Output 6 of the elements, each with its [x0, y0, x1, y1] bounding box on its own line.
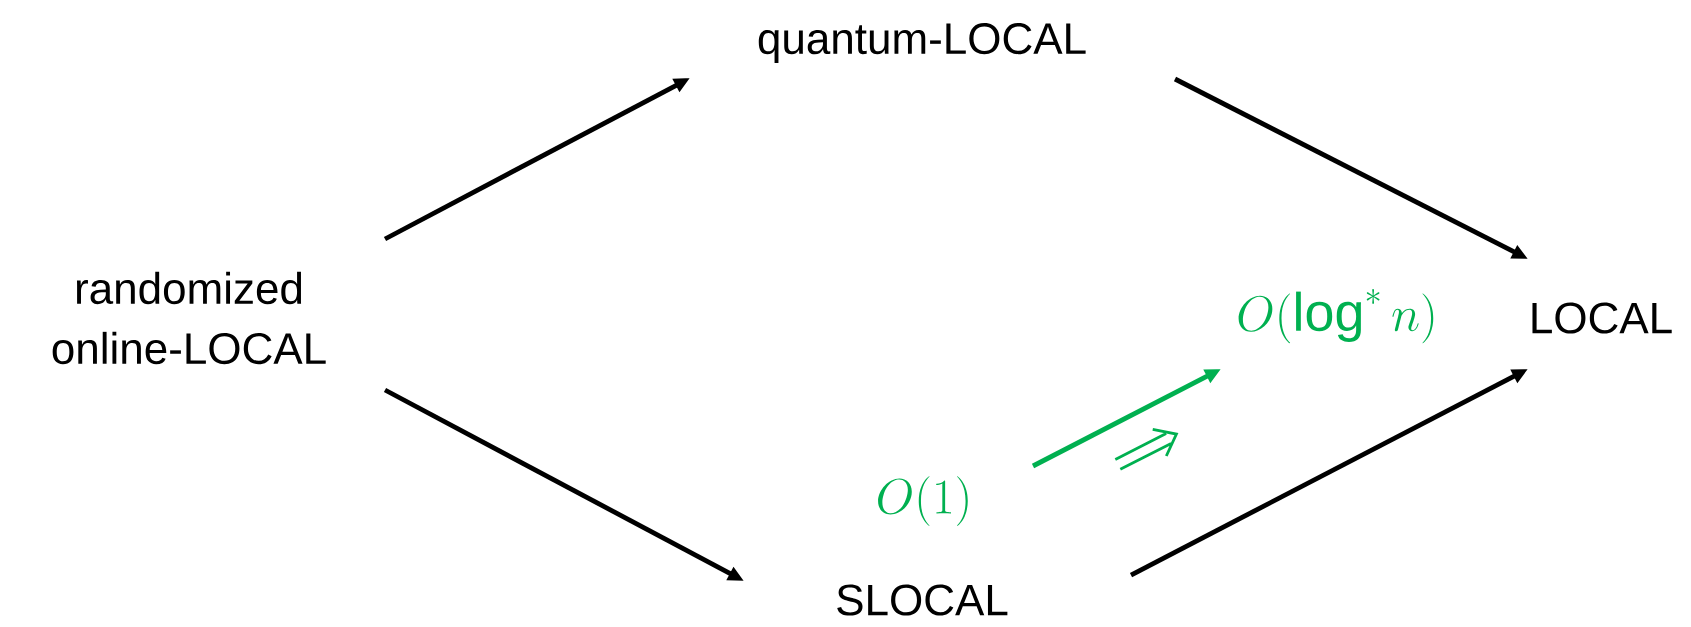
node-label: LOCAL	[1532, 302, 1672, 334]
node-label: quantum-LOCAL	[758, 23, 1086, 63]
formula-label: $O(\log^* n)$	[1238, 288, 1434, 344]
node-label: SLOCAL	[837, 584, 1008, 616]
formula-label: $O(1)$	[878, 476, 968, 526]
node-label: randomized online-LOCAL	[52, 271, 326, 365]
